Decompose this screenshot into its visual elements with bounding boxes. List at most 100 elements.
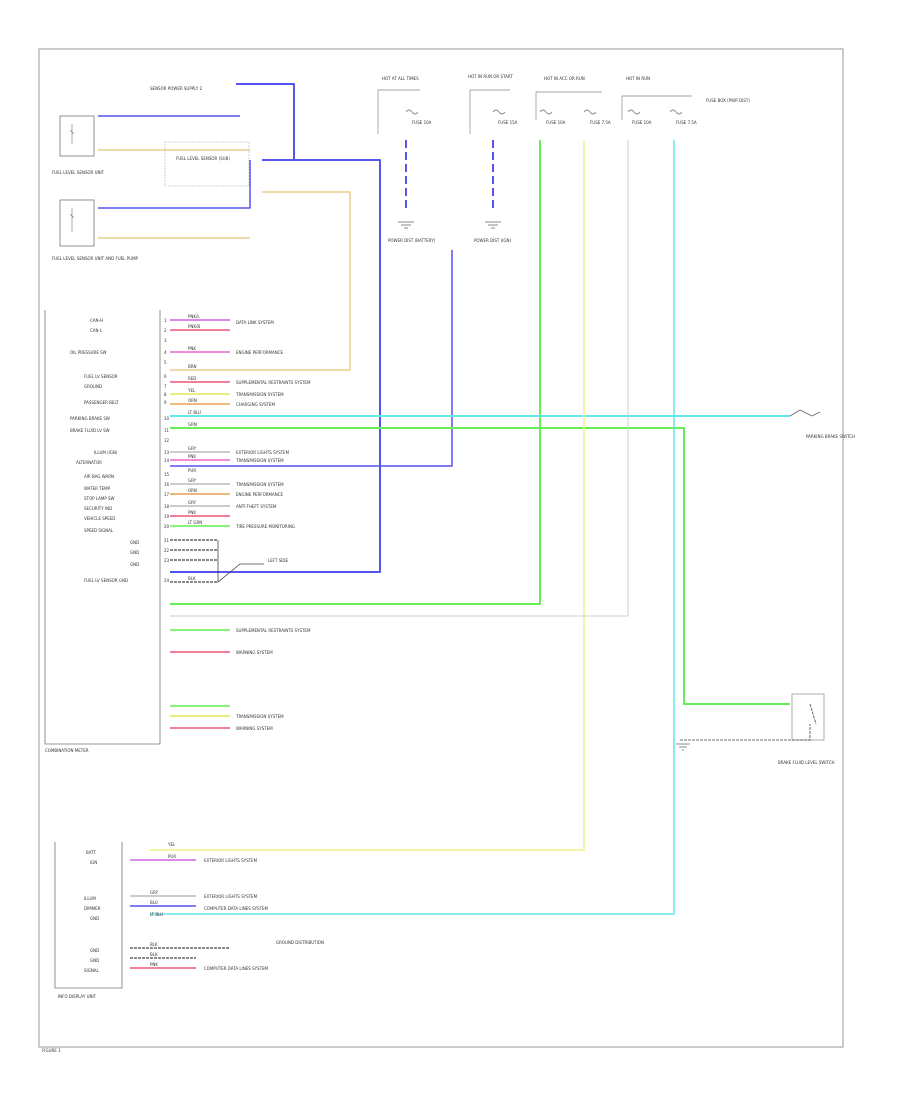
label-sensor-top-a: FUEL LEVEL SENSOR UNIT bbox=[52, 170, 105, 175]
pin-wire: GRY bbox=[188, 478, 197, 483]
system-note: SUPPLEMENTAL RESTRAINTS SYSTEM bbox=[236, 380, 311, 385]
label-fuse5: FUSE BOX (PWR DIST) bbox=[706, 98, 750, 103]
pin-wire: ORN bbox=[188, 488, 197, 493]
pin-label: GND bbox=[130, 550, 139, 555]
fuse-brackets bbox=[377, 89, 692, 134]
system-note: TRANSMISSION SYSTEM bbox=[235, 482, 284, 487]
fuel-level-sensor-top: FUEL LEVEL SENSOR UNIT bbox=[52, 115, 250, 187]
label-sender-unit: FUEL LEVEL SENSOR UNIT AND FUEL PUMP bbox=[52, 256, 139, 261]
pin-num: 8 bbox=[164, 392, 167, 397]
pin-num: 16 bbox=[164, 482, 170, 487]
lower-pin-row: GND BLK bbox=[90, 952, 196, 963]
pin-row: SPEED SIGNAL 20 LT GRN bbox=[84, 520, 230, 533]
pin-wire: PNK bbox=[188, 454, 196, 459]
fuse-label-f: FUSE 7.5A bbox=[676, 120, 697, 125]
lower-note: EXTERIOR LIGHTS SYSTEM bbox=[204, 858, 258, 863]
pin-label: WATER TEMP bbox=[84, 486, 111, 491]
pin-num: 22 bbox=[164, 548, 170, 553]
pin-row: GND 23 bbox=[130, 558, 218, 567]
lower-note: GROUND DISTRIBUTION bbox=[276, 940, 324, 945]
lower-pin-wire: GRY bbox=[150, 890, 159, 895]
pin-row: GND 21 bbox=[130, 538, 218, 545]
label-sensor-top-b: FUEL LEVEL SENSOR (SUB) bbox=[176, 156, 230, 161]
fuse-icons bbox=[405, 109, 683, 115]
pin-num: 12 bbox=[164, 438, 170, 443]
fuse-label-d: FUSE 7.5A bbox=[590, 120, 611, 125]
pin-row: GND 22 bbox=[130, 548, 218, 555]
pin-row: WATER TEMP 16 GRY bbox=[84, 478, 230, 491]
pin-num: 7 bbox=[164, 384, 167, 389]
pin-row: CAN-L 2 PNK/B bbox=[90, 324, 230, 333]
pin-num: 6 bbox=[164, 374, 167, 379]
system-note: EXTERIOR LIGHTS SYSTEM bbox=[236, 450, 290, 455]
fuse-label-e: FUSE 10A bbox=[632, 120, 652, 125]
system-note: TRANSMISSION SYSTEM bbox=[235, 714, 284, 719]
pin-label: FUEL LV SENSOR GND bbox=[84, 578, 128, 583]
fuse-drops bbox=[398, 140, 501, 229]
lower-pin-wire: PUR bbox=[168, 854, 176, 859]
meter-pins: CAN-H 1 PNK/L CAN-L 2 PNK/B 3 OIL PRESSU… bbox=[70, 314, 230, 583]
pin-wire: BRN bbox=[188, 364, 197, 369]
pin-wire: GRY bbox=[188, 446, 197, 451]
pin-wire: PNK bbox=[188, 510, 196, 515]
info-display-pins: BATT YEL IGN PUR ILLUM GRY DIMMER BLU GN… bbox=[84, 842, 230, 973]
pin-row: FUEL LV SENSOR 6 BRN bbox=[84, 364, 197, 379]
pin-wire: ORN bbox=[188, 398, 197, 403]
pin-row: ILLUM (IGN) 13 GRY bbox=[94, 446, 230, 455]
lower-pin-row: SIGNAL PNK bbox=[84, 962, 196, 973]
pin-num: 15 bbox=[164, 472, 170, 477]
pin-row: VEHICLE SPEED 19 PNK bbox=[84, 510, 230, 521]
wire-harness bbox=[98, 83, 790, 915]
ground-merge bbox=[217, 540, 264, 583]
pin-num: 5 bbox=[164, 360, 167, 365]
pin-wire: PUR bbox=[188, 468, 196, 473]
label-ground-mid: POWER DIST (IGN) bbox=[474, 238, 511, 243]
lower-pin-wire: BLK bbox=[150, 952, 158, 957]
lower-pin-wire: BLK bbox=[150, 942, 158, 947]
pin-row: 3 bbox=[164, 338, 167, 343]
pin-row: ALTERNATOR 14 PNK bbox=[76, 454, 230, 465]
label-ground-left: POWER DIST (BATTERY) bbox=[388, 238, 436, 243]
info-display: INFO DISPLAY UNIT bbox=[54, 842, 123, 999]
label-left-side: LEFT SIDE bbox=[268, 558, 289, 563]
label-parking-brake: PARKING BRAKE SWITCH bbox=[806, 434, 855, 439]
parking-brake-switch: PARKING BRAKE SWITCH bbox=[789, 409, 855, 439]
label-top-center: SENSOR POWER SUPPLY 2 bbox=[150, 86, 203, 91]
pin-label: PARKING BRAKE SW bbox=[70, 416, 110, 421]
diagram-frame bbox=[38, 48, 844, 1048]
pin-label: GND bbox=[130, 540, 139, 545]
pin-num: 17 bbox=[164, 492, 170, 497]
pin-row: 12 bbox=[164, 438, 170, 443]
pin-row: 5 bbox=[164, 360, 167, 365]
pin-num: 1 bbox=[164, 318, 167, 323]
lower-note: COMPUTER DATA LINES SYSTEM bbox=[204, 966, 269, 971]
lower-pin-label: GND bbox=[90, 958, 99, 963]
system-note: TIRE PRESSURE MONITORING bbox=[235, 524, 295, 529]
pin-row: SECURITY IND 18 GRY bbox=[84, 500, 230, 511]
system-note: TRANSMISSION SYSTEM bbox=[235, 392, 284, 397]
lower-pin-label: IGN bbox=[90, 860, 97, 865]
system-note: WARNING SYSTEM bbox=[236, 726, 273, 731]
pin-row: 8 YEL bbox=[164, 388, 230, 397]
pin-num: 21 bbox=[164, 538, 170, 543]
pin-num: 19 bbox=[164, 514, 170, 519]
meter-stubs bbox=[170, 629, 230, 729]
label-fuse2: HOT IN RUN OR START bbox=[468, 74, 513, 79]
pin-row: FUEL LV SENSOR GND 24 BLK bbox=[84, 576, 218, 583]
pin-row: OIL PRESSURE SW 4 PNK bbox=[70, 346, 230, 355]
fuel-level-sensor-sub: FUEL LEVEL SENSOR UNIT AND FUEL PUMP FUE… bbox=[52, 156, 230, 261]
system-note: SUPPLEMENTAL RESTRAINTS SYSTEM bbox=[236, 628, 311, 633]
pin-label: FUEL LV SENSOR bbox=[84, 374, 118, 379]
pin-label: CAN-L bbox=[90, 328, 103, 333]
pin-num: 13 bbox=[164, 450, 170, 455]
pin-wire: PNK/L bbox=[188, 314, 200, 319]
pin-label: VEHICLE SPEED bbox=[84, 516, 115, 521]
pin-num: 11 bbox=[164, 428, 170, 433]
pin-wire: GRN bbox=[188, 422, 197, 427]
pin-row: PASSENGER BELT 9 ORN bbox=[84, 398, 230, 405]
lower-pin-row: DIMMER BLU bbox=[84, 900, 196, 911]
lower-pin-label: SIGNAL bbox=[84, 968, 100, 973]
pin-wire: RED bbox=[188, 376, 196, 381]
lower-pin-row: IGN PUR bbox=[90, 854, 196, 865]
